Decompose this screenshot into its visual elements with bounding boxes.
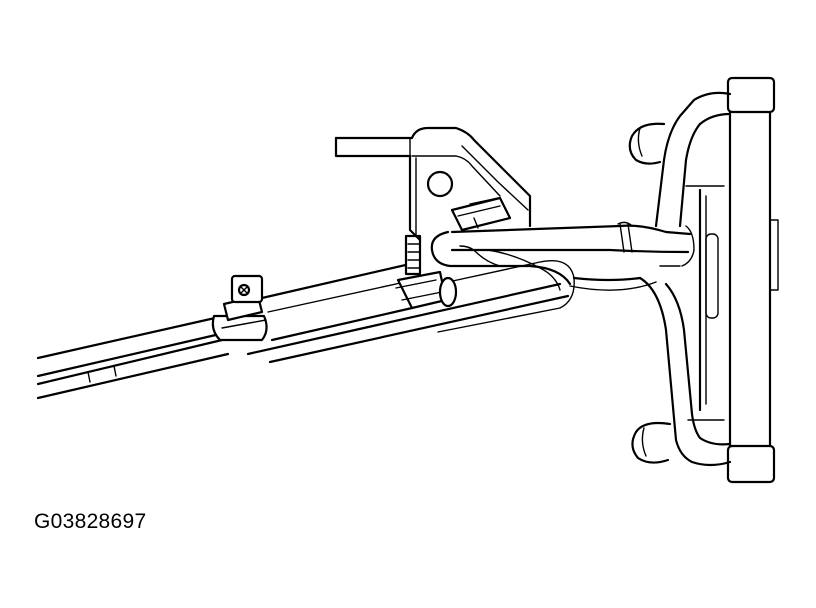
right-clamp	[395, 234, 458, 310]
hose-assembly	[36, 260, 575, 400]
mounting-bracket	[334, 126, 532, 242]
left-clamp	[211, 274, 268, 342]
cooler-pipe	[430, 221, 692, 291]
figure-id-caption: G03828697	[34, 510, 147, 533]
cooler-assembly	[569, 76, 779, 484]
